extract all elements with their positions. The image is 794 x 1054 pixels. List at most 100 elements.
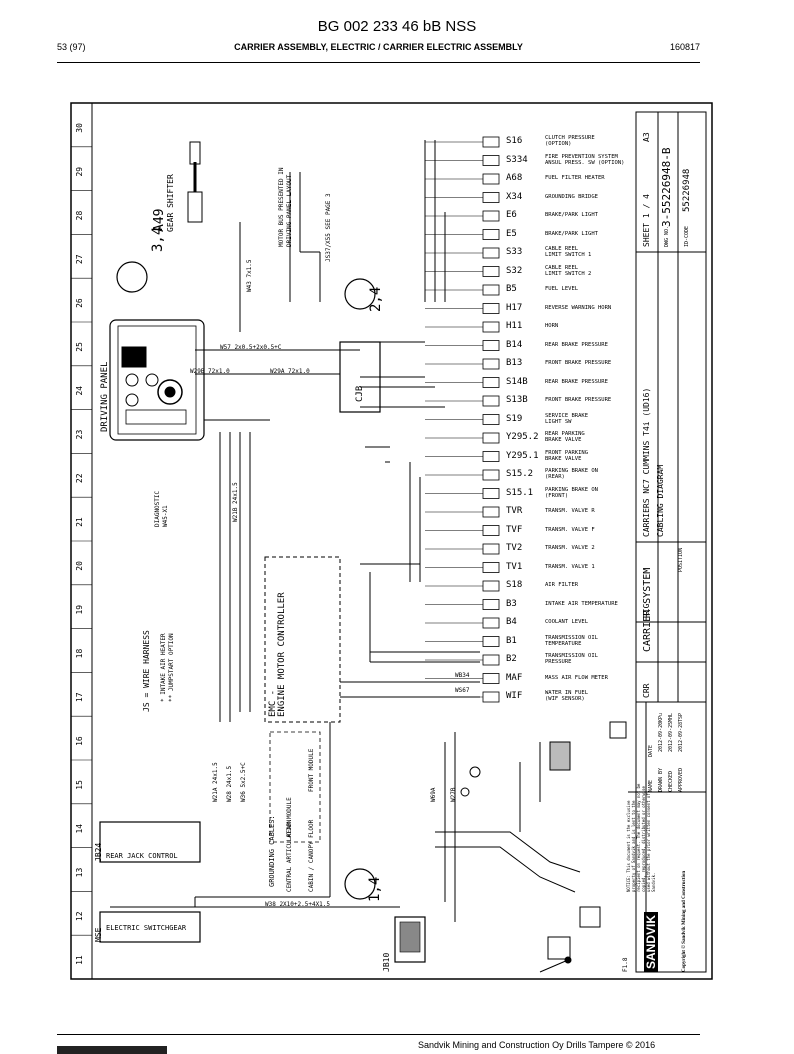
switchgear-label: ELECTRIC SWITCHGEAR: [106, 924, 187, 932]
diagnostic-label: DIAGNOSTIC: [154, 490, 161, 527]
component-code: B3: [506, 598, 517, 609]
component-code: H11: [506, 321, 523, 331]
component-description-line: ANSUL PRESS. SW (OPTION): [545, 159, 625, 166]
component-description-line: CLUTCH PRESSURE: [545, 135, 595, 141]
component-description-line: AIR FILTER: [545, 582, 579, 588]
component-code: B1: [506, 635, 517, 646]
component-description-line: LIMIT SWITCH 1: [545, 252, 592, 258]
w21a-label: W21A 24x1.5: [212, 762, 219, 802]
component-code: S14B: [506, 376, 528, 387]
grid-col-19: 19: [75, 605, 84, 615]
copyright: Copyright © Sandvik Mining and Construct…: [682, 870, 687, 972]
ws67-label: WS67: [455, 687, 470, 694]
checked: CHECKED: [668, 770, 674, 792]
component-description-line: REAR BRAKE PRESSURE: [545, 341, 608, 348]
component-description: TRANSM. VALVE 2: [545, 545, 595, 551]
component-description-line: FUEL LEVEL: [545, 286, 579, 292]
component-description-line: TRANSM. VALVE 2: [545, 545, 595, 551]
grounding-cables-label: GROUNDING CABLES:: [268, 815, 276, 887]
ecm-label-2: ENGINE MOTOR CONTROLLER: [277, 592, 287, 717]
component-code: E5: [506, 228, 517, 239]
gear-shifter-icon: [187, 141, 203, 223]
grounding-box: [269, 731, 321, 843]
component-code: TVR: [506, 506, 523, 516]
date-col: DATE: [648, 744, 654, 757]
component-code: Y295.2: [506, 432, 539, 442]
drawing-title: CARRIERS NC7 CUMMINS T4i (UD16): [642, 387, 651, 537]
date-checked: 2012-09-25: [668, 721, 674, 752]
date-code: 160817: [669, 42, 700, 52]
cjb-box: [339, 341, 381, 413]
component-description-line: GROUNDING BRIDGE: [545, 193, 598, 200]
ecm-box: [264, 556, 341, 723]
grid-col-22: 22: [75, 473, 84, 483]
component-code: MAF: [506, 672, 523, 683]
component-description: AIR FILTER: [545, 582, 578, 588]
grid-col-29: 29: [75, 167, 84, 177]
idcode: 55226948: [682, 168, 692, 212]
crr-label: CRR: [642, 683, 651, 698]
dwg-no: 3-55226948-B: [660, 147, 673, 227]
rear-jack-box: [99, 821, 201, 863]
component-description: TRANSM. VALVE R: [545, 508, 595, 514]
w29b-label: W29B 72x1.0: [190, 368, 230, 375]
grid-col-15: 15: [75, 780, 84, 790]
sandvik-logo: SANDVIK: [644, 911, 658, 972]
component-code: S16: [506, 136, 523, 146]
component-code: X34: [506, 191, 523, 202]
sheet-size: A3: [642, 132, 651, 142]
sheet-number: SHEET 1 / 4: [642, 194, 651, 247]
harness-note: JS = WIRE HARNESS: [142, 630, 151, 712]
harness-lines: [110, 172, 400, 908]
w28-label: W28 24x1.5: [226, 765, 233, 802]
w29a-label: W29A 72x1.0: [270, 368, 310, 375]
component-code: S13B: [506, 395, 528, 405]
title-block: [628, 111, 707, 973]
driving-panel: [109, 319, 205, 441]
cabin-floor-label: CABIN / CANOPY FLOOR: [308, 819, 315, 892]
grid-col-23: 23: [75, 430, 84, 440]
grid-col-13: 13: [75, 868, 84, 878]
footer-company: Sandvik Mining and Construction Oy Drill…: [418, 1040, 656, 1050]
name-col: NAME: [648, 779, 654, 792]
grid-col-24: 24: [75, 386, 84, 396]
grid-col-16: 16: [75, 736, 84, 746]
component-description: REAR BRAKE PRESSURE: [545, 342, 608, 348]
component-description-line: LIGHT SW: [545, 418, 572, 425]
component-description: FUEL LEVEL: [545, 286, 578, 292]
component-code: B5: [506, 284, 517, 294]
component-description-line: INTAKE AIR TEMPERATURE: [545, 600, 618, 607]
w57-label: W57 2x0.5+2x0.5+C: [220, 344, 282, 351]
component-description-line: BRAKE/PARK LIGHT: [545, 230, 598, 237]
drawing-subtitle: CABLING DIAGRAM: [656, 464, 665, 537]
component-description-line: COOLANT LEVEL: [545, 619, 589, 625]
component-description-line: BRAKE VALVE: [545, 437, 582, 443]
grid-col-12: 12: [75, 911, 84, 921]
a49-label: A49: [152, 208, 167, 232]
cjb-label: CJB: [355, 385, 365, 402]
grid-col-27: 27: [75, 254, 84, 264]
component-description-line: BRAKE VALVE: [545, 455, 582, 462]
component-description-line: (REAR): [545, 474, 565, 480]
component-description: BRAKE/PARK LIGHT: [545, 231, 598, 237]
intake-heater-note: * INTAKE AIR HEATER: [160, 633, 167, 702]
component-description: WATER IN FUEL(WIF SENSOR): [545, 690, 588, 702]
header-rule: [57, 62, 700, 63]
component-description-line: CABLE REEL: [545, 264, 579, 271]
bus-lines: [340, 140, 480, 698]
central-artic-label: CENTRAL ARTICULATION: [286, 819, 293, 892]
component-description-line: TRANSM. VALVE F: [545, 526, 595, 533]
ref-label-14: 1,4: [367, 876, 383, 902]
component-description-line: TRANSMISSION OIL: [545, 653, 598, 659]
component-description-line: HORN: [545, 323, 559, 329]
motor-bus-label-1: MOTOR BUS PRESENTED IN: [278, 167, 285, 247]
component-description: FUEL FILTER HEATER: [545, 175, 605, 181]
component-description: TRANSM. VALVE F: [545, 527, 595, 533]
ref-circle-34: [116, 261, 148, 293]
grid-col-28: 28: [75, 211, 84, 221]
component-description-line: FRONT BRAKE PRESSURE: [545, 397, 612, 403]
